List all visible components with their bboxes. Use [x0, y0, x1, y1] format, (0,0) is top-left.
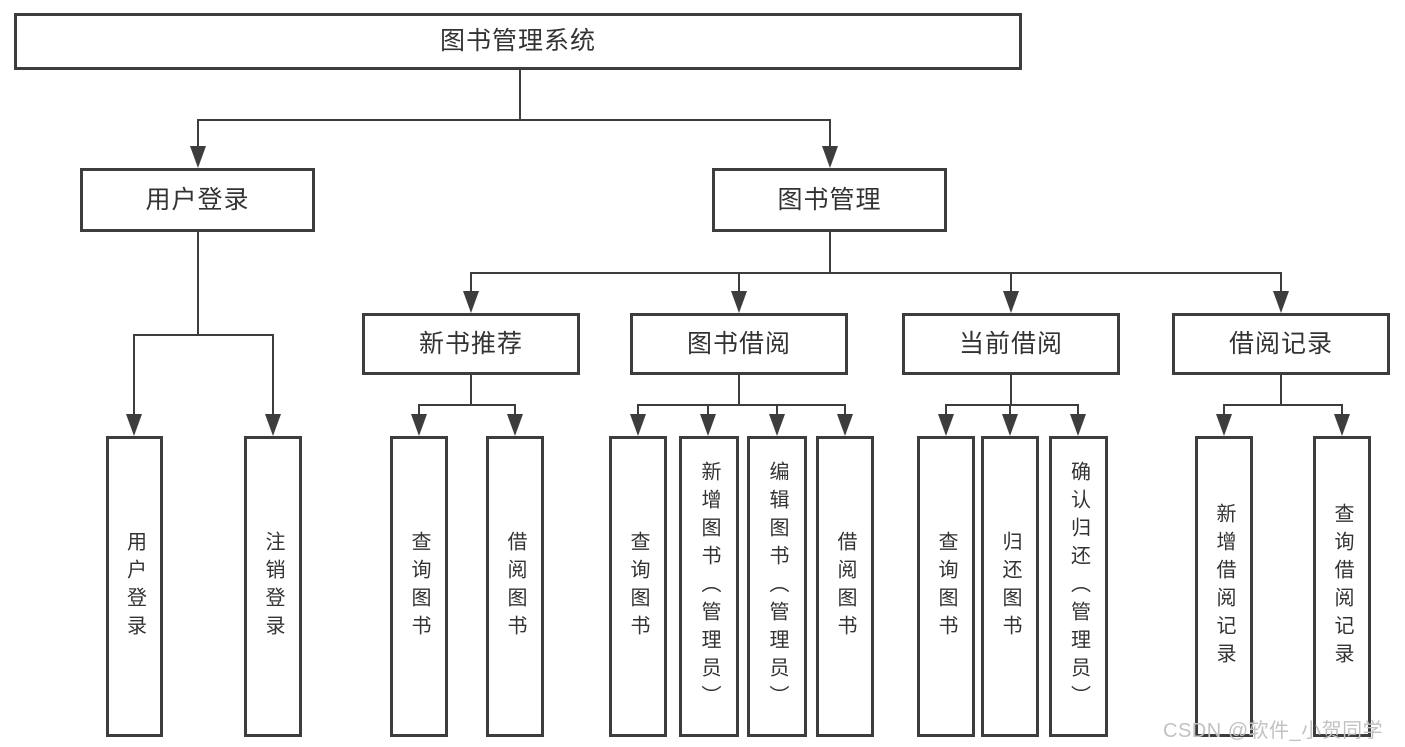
connector-drop-book-management — [829, 119, 831, 147]
connector-drop-new-book-recommend — [470, 272, 472, 292]
connector-book-borrowing-rail — [637, 404, 845, 406]
arrow-down-icon — [1070, 414, 1086, 436]
connector-user-login-stem — [197, 232, 199, 334]
connector-drop-leaf — [514, 404, 516, 415]
connector-drop-leaf — [1223, 404, 1225, 415]
connector-drop-leaf — [1009, 404, 1011, 415]
node-new-book-recommend: 新书推荐 — [362, 313, 580, 375]
arrow-down-icon — [1216, 414, 1232, 436]
node-leaf-borrow-books-recommend: 借阅图书 — [486, 436, 544, 737]
arrow-down-icon — [731, 291, 747, 313]
arrow-down-icon — [700, 414, 716, 436]
connector-drop-leaf — [707, 404, 709, 415]
connector-drop-leaf — [945, 404, 947, 415]
connector-drop-leaf — [418, 404, 420, 415]
arrow-down-icon — [822, 146, 838, 168]
arrow-down-icon — [265, 414, 281, 436]
connector-drop-leaf — [1341, 404, 1343, 415]
node-user-login: 用户登录 — [80, 168, 315, 232]
connector-book-management-stem — [829, 232, 831, 272]
node-leaf-user-login: 用户登录 — [106, 436, 163, 737]
arrow-down-icon — [1002, 414, 1018, 436]
connector-root-rail — [197, 119, 831, 121]
node-leaf-query-books-current: 查询图书 — [917, 436, 975, 737]
node-leaf-add-borrow-record: 新增借阅记录 — [1195, 436, 1253, 737]
arrow-down-icon — [1003, 291, 1019, 313]
connector-root-stem — [519, 69, 521, 119]
connector-drop-logout — [272, 334, 274, 415]
connector-new-book-recommend-rail — [418, 404, 516, 406]
node-book-management-system: 图书管理系统 — [14, 13, 1022, 70]
node-leaf-query-books-borrowing: 查询图书 — [609, 436, 667, 737]
connector-drop-borrowing-records — [1280, 272, 1282, 292]
arrow-down-icon — [190, 146, 206, 168]
node-leaf-logout: 注销登录 — [244, 436, 302, 737]
arrow-down-icon — [463, 291, 479, 313]
connector-current-borrowing-rail — [945, 404, 1079, 406]
connector-drop-current-borrowing — [1010, 272, 1012, 292]
connector-user-login-rail — [133, 334, 274, 336]
arrow-down-icon — [630, 414, 646, 436]
node-leaf-borrow-books-borrowing: 借阅图书 — [816, 436, 874, 737]
arrow-down-icon — [769, 414, 785, 436]
connector-borrowing-records-stem — [1280, 375, 1282, 404]
node-leaf-query-books-recommend: 查询图书 — [390, 436, 448, 737]
connector-book-borrowing-stem — [738, 375, 740, 404]
node-borrowing-records: 借阅记录 — [1172, 313, 1390, 375]
connector-drop-user-login — [197, 119, 199, 147]
connector-drop-leaf — [776, 404, 778, 415]
arrow-down-icon — [938, 414, 954, 436]
arrow-down-icon — [126, 414, 142, 436]
node-leaf-return-books: 归还图书 — [981, 436, 1039, 737]
node-leaf-edit-books-admin: 编辑图书（管理员） — [747, 436, 807, 737]
connector-drop-leaf — [844, 404, 846, 415]
connector-drop-book-borrowing — [738, 272, 740, 292]
arrow-down-icon — [837, 414, 853, 436]
arrow-down-icon — [507, 414, 523, 436]
connector-book-management-rail — [470, 272, 1282, 274]
node-current-borrowing: 当前借阅 — [902, 313, 1120, 375]
connector-new-book-recommend-stem — [470, 375, 472, 404]
arrow-down-icon — [1334, 414, 1350, 436]
node-leaf-query-borrow-record: 查询借阅记录 — [1313, 436, 1371, 737]
node-book-borrowing: 图书借阅 — [630, 313, 848, 375]
connector-drop-login — [133, 334, 135, 415]
node-book-management: 图书管理 — [712, 168, 947, 232]
arrow-down-icon — [1273, 291, 1289, 313]
connector-drop-leaf — [637, 404, 639, 415]
connector-drop-leaf — [1077, 404, 1079, 415]
connector-borrowing-records-rail — [1223, 404, 1343, 406]
csdn-watermark: CSDN @软件_小贺同学 — [1163, 720, 1384, 742]
node-leaf-add-books-admin: 新增图书（管理员） — [679, 436, 739, 737]
node-leaf-confirm-return-admin: 确认归还（管理员） — [1049, 436, 1108, 737]
connector-current-borrowing-stem — [1010, 375, 1012, 404]
arrow-down-icon — [411, 414, 427, 436]
